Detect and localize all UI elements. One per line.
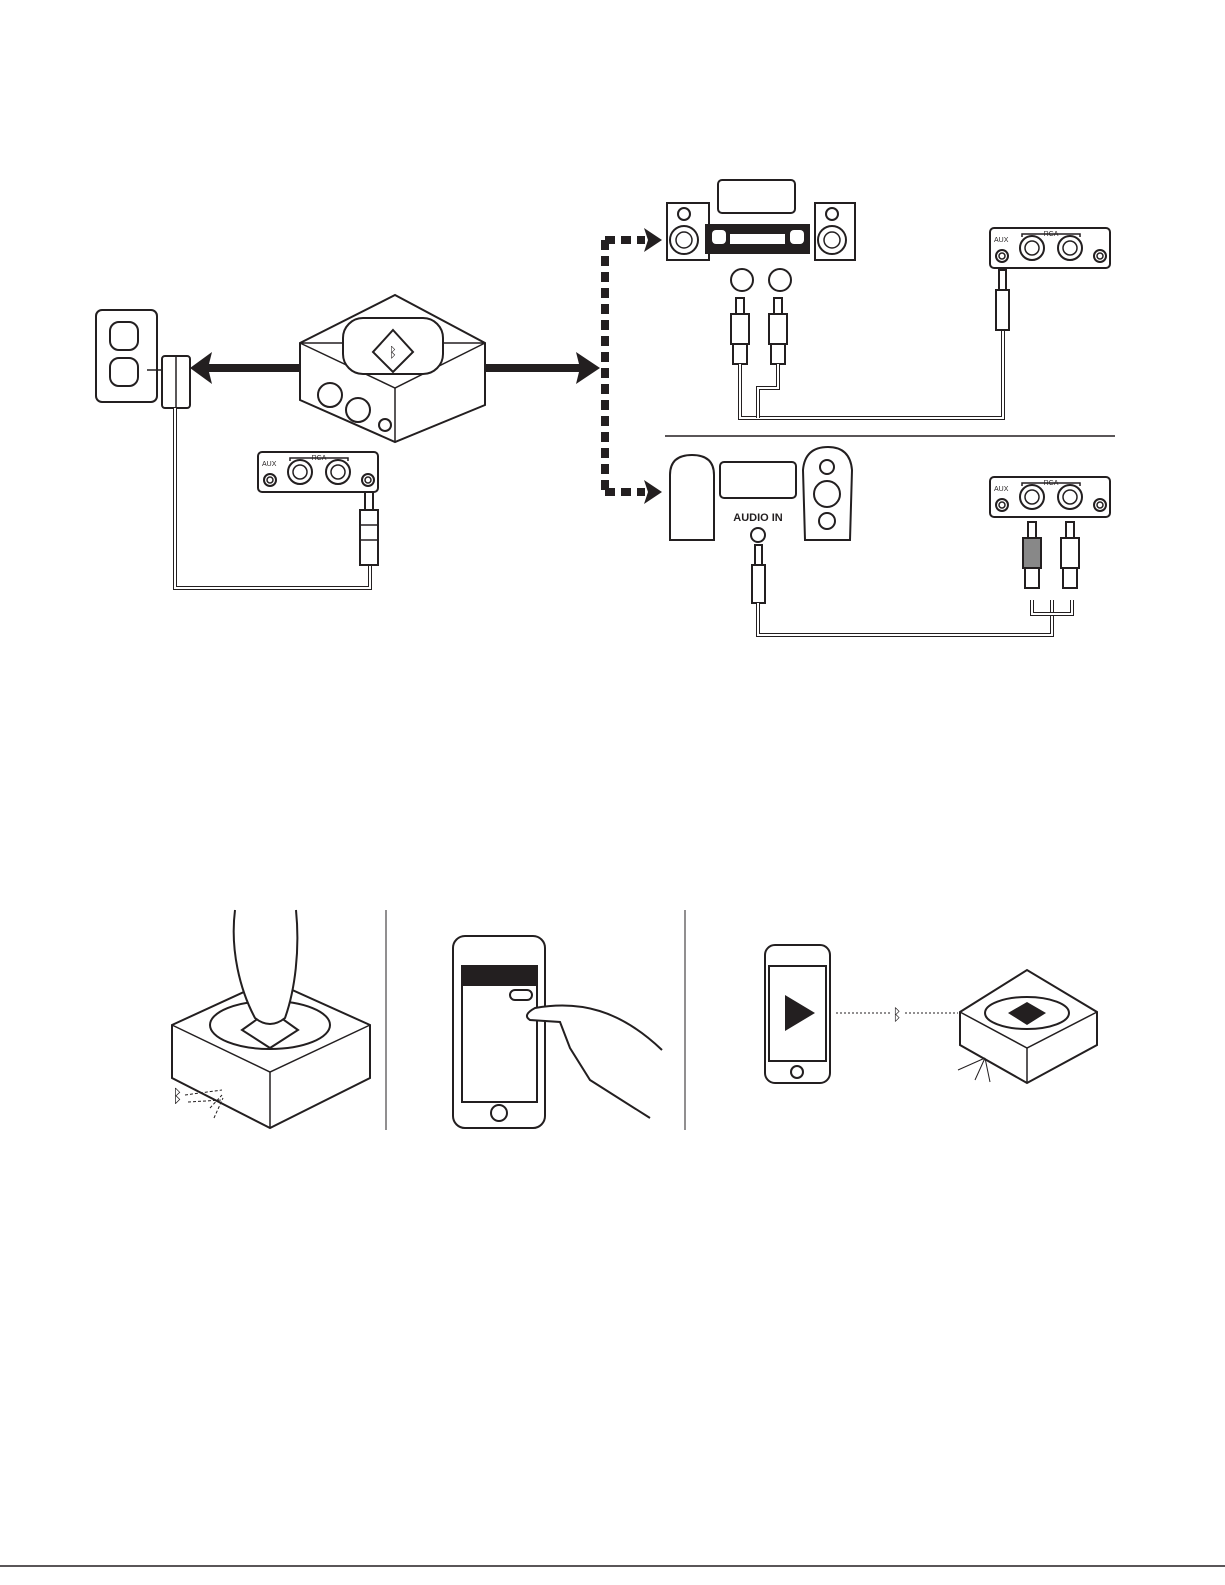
arrow-right-icon bbox=[485, 352, 600, 384]
bluetooth-icon: ᛒ bbox=[172, 1086, 183, 1106]
bluetooth-icon: ᛒ bbox=[892, 1007, 902, 1024]
aux-plug bbox=[995, 269, 1010, 331]
play-icon bbox=[785, 995, 815, 1031]
aux-plug bbox=[359, 491, 379, 566]
arrow-left-icon bbox=[190, 352, 302, 384]
device-back-panel: AUX RCA bbox=[257, 451, 379, 493]
aux-label: AUX bbox=[262, 461, 277, 468]
rca-label: RCA bbox=[1044, 480, 1059, 487]
step1-press-button: ᛒ bbox=[171, 909, 371, 1130]
rca-label: RCA bbox=[312, 455, 327, 462]
bluetooth-toggle bbox=[509, 989, 533, 1001]
aux-label: AUX bbox=[994, 237, 1009, 244]
bluetooth-receiver: ᛒ bbox=[299, 293, 486, 444]
dashed-connector bbox=[601, 228, 662, 504]
computer-speakers: AUDIO IN bbox=[669, 445, 854, 543]
stereo-system bbox=[666, 179, 856, 292]
bluetooth-icon: ᛒ bbox=[389, 344, 397, 360]
step2-phone-pairing bbox=[452, 935, 663, 1129]
speakers-device-panel: AUX RCA bbox=[989, 476, 1111, 518]
rca-label: RCA bbox=[1044, 231, 1059, 238]
aux-label: AUX bbox=[994, 486, 1009, 493]
audio-in-label: AUDIO IN bbox=[733, 512, 783, 524]
stereo-device-panel: AUX RCA bbox=[989, 227, 1111, 269]
wall-outlet bbox=[95, 309, 158, 403]
step3-play-music: ᛒ bbox=[764, 944, 1098, 1085]
aux-plug bbox=[751, 544, 766, 604]
